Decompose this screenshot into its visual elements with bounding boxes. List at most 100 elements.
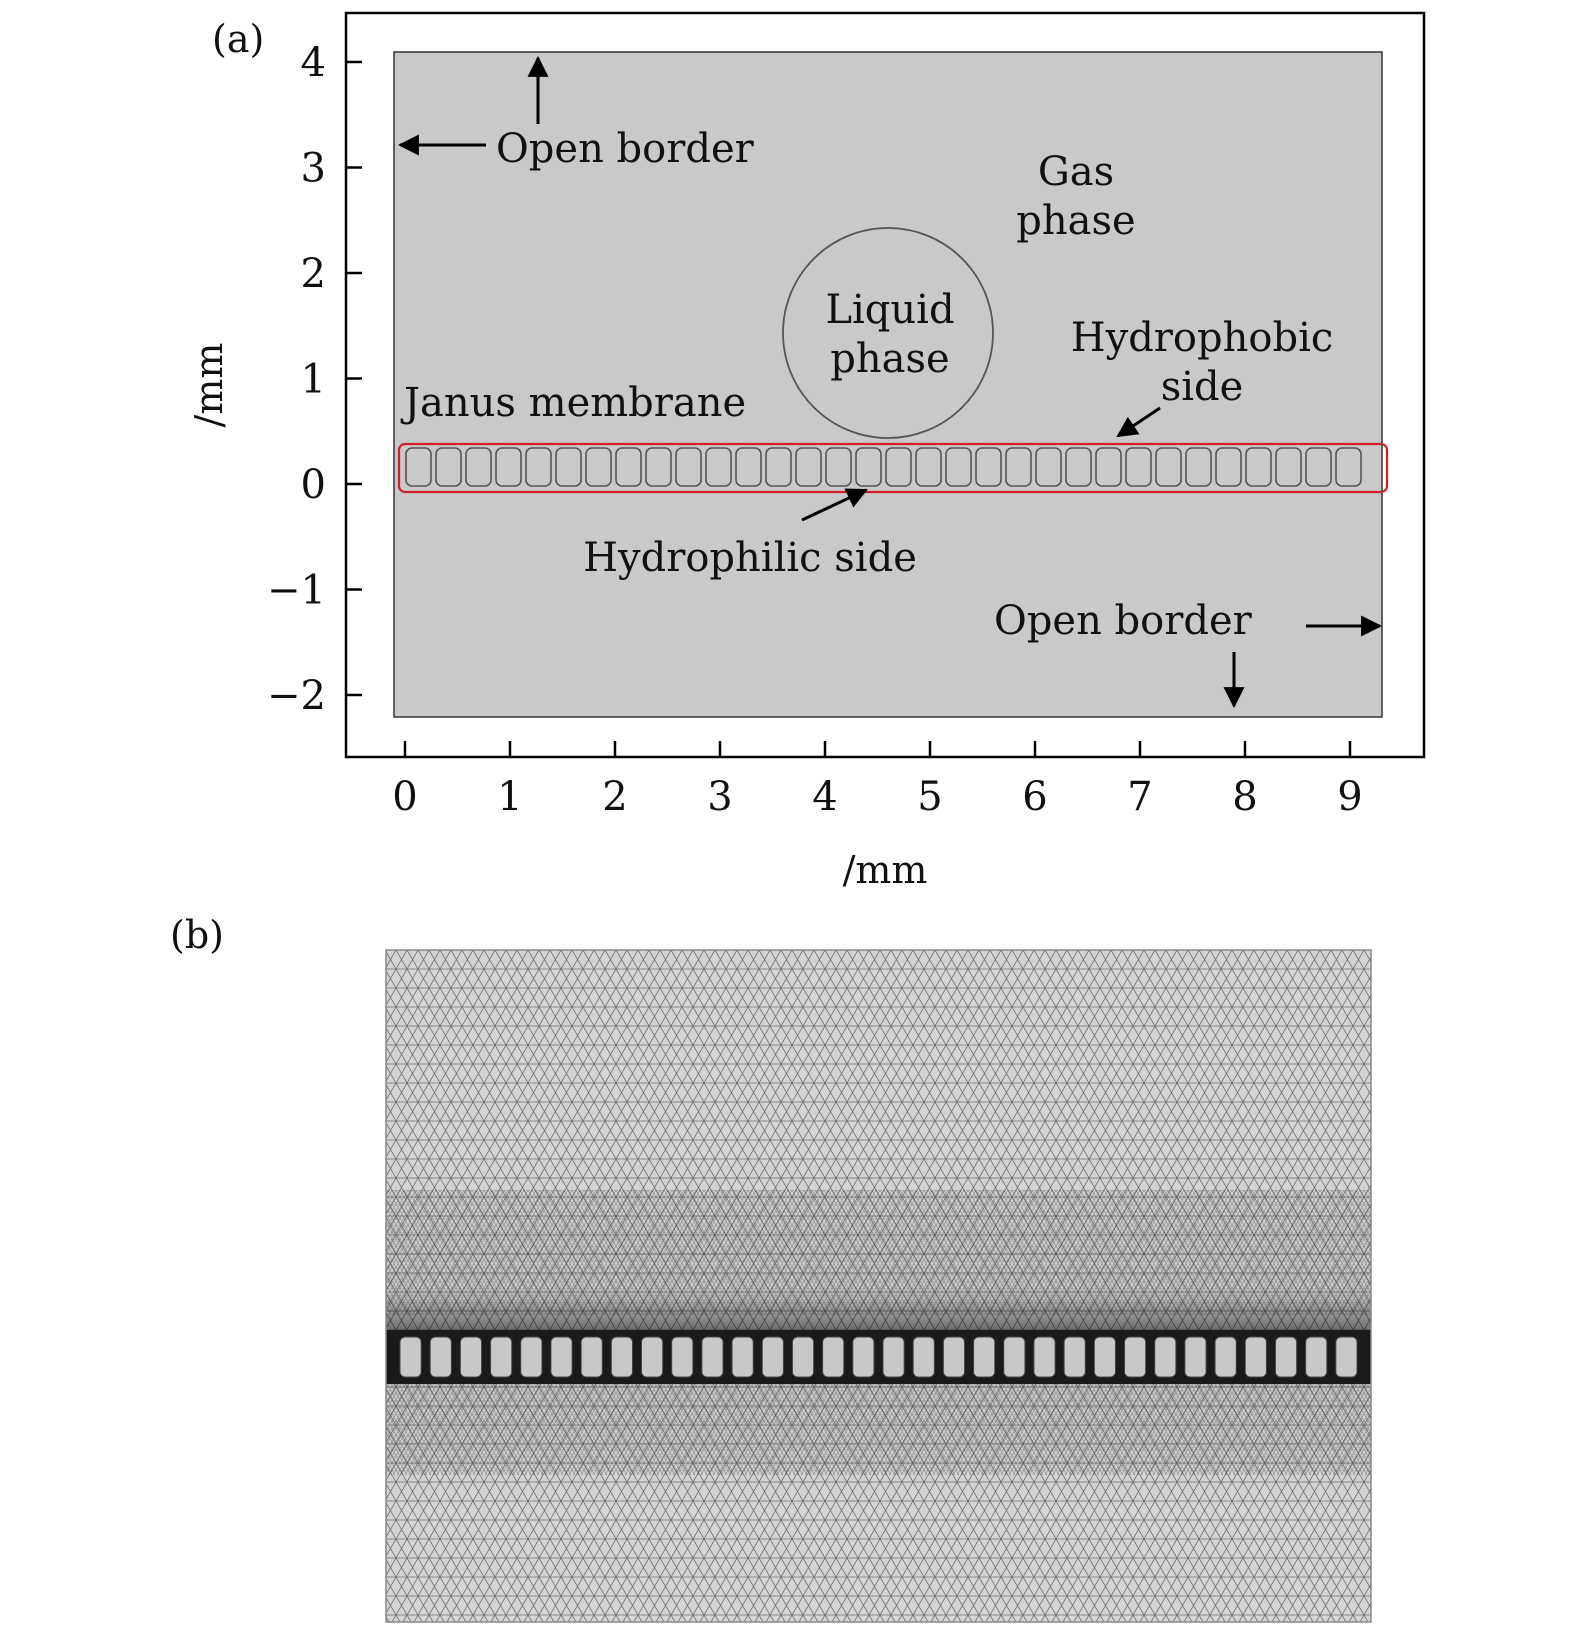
membrane-pore (1125, 447, 1152, 487)
mesh-pore (701, 1336, 724, 1378)
mesh-pore (1063, 1336, 1086, 1378)
gas-phase-label-1: Gas (1038, 149, 1114, 195)
mesh-pore (1244, 1336, 1267, 1378)
mesh-pore (490, 1336, 513, 1378)
mesh-pore (610, 1336, 633, 1378)
membrane-pore (1275, 447, 1302, 487)
x-tick-label: 8 (1232, 774, 1257, 820)
mesh-pore (459, 1336, 483, 1378)
membrane-pore (675, 447, 702, 487)
membrane-pore (555, 447, 582, 487)
mesh-pore (429, 1336, 452, 1378)
liquid-phase-label-1: Liquid (825, 287, 954, 333)
membrane-pore (1005, 447, 1032, 487)
membrane-pore (1095, 447, 1122, 487)
mesh-frame (385, 949, 1372, 1623)
y-tick-label: −2 (267, 673, 326, 719)
mesh-pore (973, 1336, 996, 1378)
hydrophilic-arrow (801, 488, 868, 522)
x-tick-label: 9 (1337, 774, 1362, 820)
y-tick-label: 1 (301, 357, 326, 403)
membrane-pore (975, 447, 1002, 487)
y-tick-label: 4 (301, 40, 326, 86)
mesh-pore (882, 1336, 905, 1378)
mesh-membrane-pores (399, 1336, 1358, 1378)
x-tick-label: 7 (1127, 774, 1152, 820)
mesh-pore (550, 1336, 573, 1378)
membrane-pore (705, 447, 732, 487)
membrane-pore (795, 447, 822, 487)
mesh-pore (1093, 1336, 1116, 1378)
x-tick-label: 4 (812, 774, 837, 820)
open-border-top-label: Open border (496, 126, 755, 172)
mesh-membrane-band (386, 1330, 1371, 1384)
y-tick-label: 2 (301, 251, 326, 297)
x-tick-label: 5 (917, 774, 942, 820)
mesh-pore (1305, 1336, 1328, 1378)
mesh-pore (852, 1336, 875, 1378)
membrane-pore (1065, 447, 1092, 487)
membrane-pore (885, 447, 912, 487)
janus-membrane-label: Janus membrane (400, 380, 746, 426)
membrane-pore (1185, 447, 1212, 487)
x-tick-label: 0 (392, 774, 417, 820)
mesh-pore (580, 1336, 603, 1378)
mesh-pore (1033, 1336, 1056, 1378)
mesh-pore (731, 1336, 754, 1378)
liquid-droplet (782, 227, 994, 439)
membrane-pore (1305, 447, 1332, 487)
mesh-pore (761, 1336, 784, 1378)
membrane-pore (405, 447, 432, 487)
x-tick-label: 6 (1022, 774, 1047, 820)
mesh-pore (520, 1336, 543, 1378)
mesh-pore (1335, 1336, 1358, 1378)
mesh-image (385, 949, 1372, 1623)
membrane-pore (735, 447, 762, 487)
membrane-pore (1335, 447, 1362, 487)
y-axis-label: /mm (187, 343, 231, 428)
mesh-pore (912, 1336, 935, 1378)
hydrophobic-arrow (1116, 406, 1161, 438)
mesh-pore (671, 1336, 694, 1378)
hydrophobic-label-1: Hydrophobic (1071, 315, 1334, 361)
panel-a-tag: (a) (212, 17, 264, 61)
membrane-pore (855, 447, 882, 487)
y-tick-label: 0 (301, 462, 326, 508)
mesh-pore (1154, 1336, 1177, 1378)
membrane-pore (1245, 447, 1272, 487)
membrane-pore (1215, 447, 1242, 487)
computational-domain (393, 51, 1383, 718)
mesh-pore (399, 1336, 422, 1378)
mesh-pore (791, 1336, 815, 1378)
membrane-pore (615, 447, 642, 487)
gas-phase-label-2: phase (1016, 198, 1135, 244)
x-axis-label: /mm (843, 848, 928, 892)
mesh-pore (1124, 1336, 1147, 1378)
panel-b-tag: (b) (170, 913, 224, 957)
mesh-pore (1214, 1336, 1237, 1378)
hydrophilic-label: Hydrophilic side (583, 535, 917, 581)
membrane-pore (765, 447, 792, 487)
membrane-pore (435, 447, 462, 487)
x-tick-label: 1 (497, 774, 522, 820)
membrane-pore (495, 447, 522, 487)
mesh-pore (1184, 1336, 1207, 1378)
hydrophobic-label-2: side (1161, 364, 1244, 410)
panel-b: (b) (170, 913, 1372, 1623)
membrane-pore (945, 447, 972, 487)
mesh-pore (1274, 1336, 1298, 1378)
x-tick-label: 3 (707, 774, 732, 820)
membrane-pore (1035, 447, 1062, 487)
membrane-pore (465, 447, 492, 487)
mesh-pore (942, 1336, 966, 1378)
mesh-pore (641, 1336, 664, 1378)
membrane-pore (915, 447, 942, 487)
membrane-outline (397, 442, 1389, 494)
membrane-pore (1155, 447, 1182, 487)
membrane-pore (525, 447, 552, 487)
liquid-phase-label-2: phase (830, 336, 949, 382)
